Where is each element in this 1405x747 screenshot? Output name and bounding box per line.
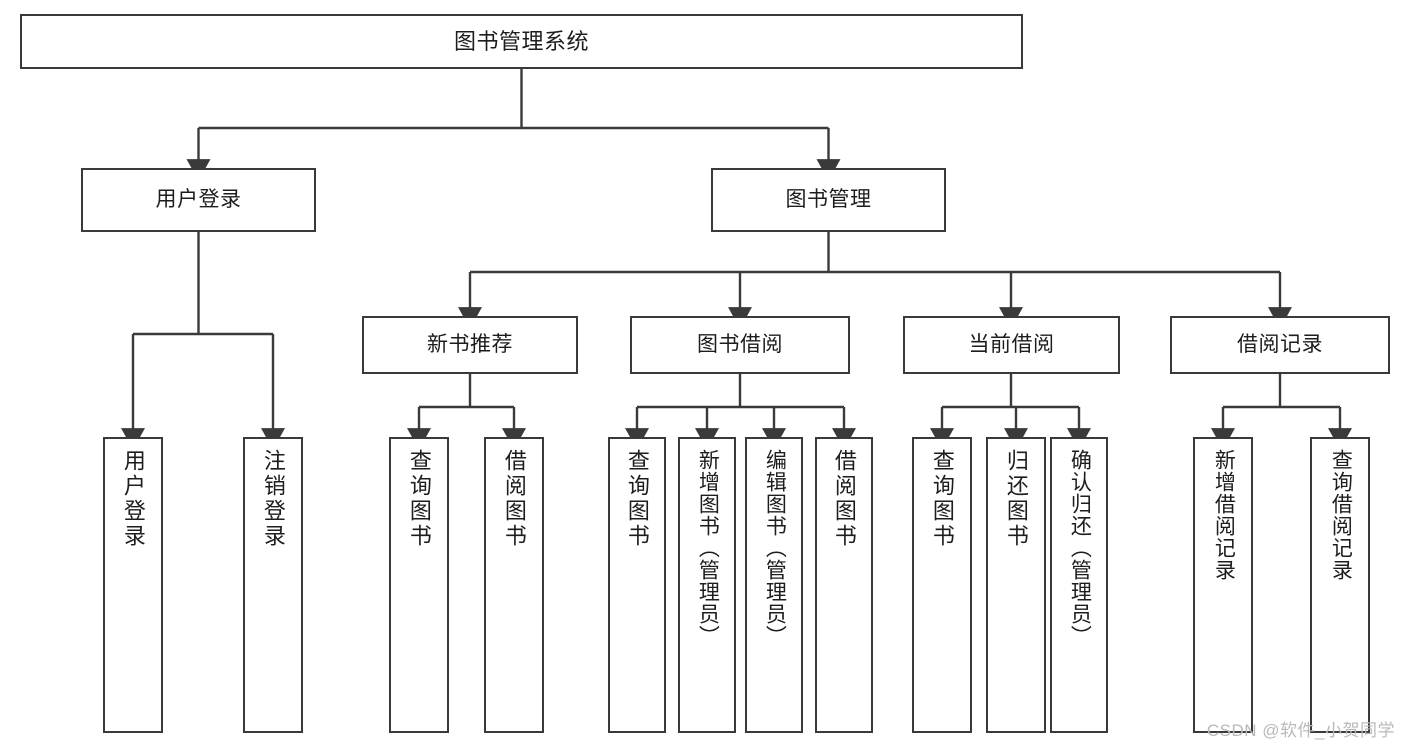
node-borrow-record-label: 借阅记录 xyxy=(1237,332,1323,356)
node-leaf-query-record-label: 查询借阅记录 xyxy=(1329,449,1353,581)
node-user-login-label: 用户登录 xyxy=(155,187,242,211)
node-leaf-add-record-label: 新增借阅记录 xyxy=(1212,449,1236,581)
node-root-system[interactable]: 图书管理系统 xyxy=(20,14,1023,69)
node-leaf-borrow-book-2[interactable]: 借阅图书 xyxy=(815,437,873,733)
node-leaf-user-logout[interactable]: 注销登录 xyxy=(243,437,303,733)
node-leaf-query-record[interactable]: 查询借阅记录 xyxy=(1310,437,1370,733)
node-book-borrow[interactable]: 图书借阅 xyxy=(630,316,850,374)
node-book-borrow-label: 图书借阅 xyxy=(697,332,783,356)
node-leaf-query-book-2-label: 查询图书 xyxy=(624,449,650,549)
node-leaf-add-book[interactable]: 新增图书（管理员） xyxy=(678,437,736,733)
node-leaf-confirm-return[interactable]: 确认归还（管理员） xyxy=(1050,437,1108,733)
node-leaf-query-book-2[interactable]: 查询图书 xyxy=(608,437,666,733)
node-leaf-query-book-3-label: 查询图书 xyxy=(929,449,955,549)
node-root-system-label: 图书管理系统 xyxy=(453,28,589,54)
node-book-manage[interactable]: 图书管理 xyxy=(711,168,946,232)
node-new-book-rec-label: 新书推荐 xyxy=(427,332,513,356)
node-leaf-add-book-label: 新增图书（管理员） xyxy=(696,449,720,647)
node-new-book-rec[interactable]: 新书推荐 xyxy=(362,316,578,374)
node-user-login[interactable]: 用户登录 xyxy=(81,168,316,232)
node-leaf-add-record[interactable]: 新增借阅记录 xyxy=(1193,437,1253,733)
node-leaf-user-login[interactable]: 用户登录 xyxy=(103,437,163,733)
node-book-manage-label: 图书管理 xyxy=(785,187,872,211)
node-leaf-user-logout-label: 注销登录 xyxy=(260,449,286,549)
node-leaf-return-book[interactable]: 归还图书 xyxy=(986,437,1046,733)
node-leaf-user-login-label: 用户登录 xyxy=(120,449,146,549)
node-current-borrow-label: 当前借阅 xyxy=(968,332,1055,356)
node-leaf-query-book-1-label: 查询图书 xyxy=(406,449,432,549)
node-leaf-borrow-book-1-label: 借阅图书 xyxy=(501,449,527,549)
node-leaf-edit-book[interactable]: 编辑图书（管理员） xyxy=(745,437,803,733)
node-leaf-return-book-label: 归还图书 xyxy=(1003,449,1029,549)
node-leaf-query-book-3[interactable]: 查询图书 xyxy=(912,437,972,733)
node-leaf-borrow-book-1[interactable]: 借阅图书 xyxy=(484,437,544,733)
node-leaf-confirm-return-label: 确认归还（管理员） xyxy=(1068,449,1092,647)
node-current-borrow[interactable]: 当前借阅 xyxy=(903,316,1120,374)
watermark: CSDN @软件_小贺同学 xyxy=(1206,721,1395,740)
node-leaf-query-book-1[interactable]: 查询图书 xyxy=(389,437,449,733)
node-leaf-borrow-book-2-label: 借阅图书 xyxy=(831,449,857,549)
node-borrow-record[interactable]: 借阅记录 xyxy=(1170,316,1390,374)
node-leaf-edit-book-label: 编辑图书（管理员） xyxy=(763,449,787,647)
